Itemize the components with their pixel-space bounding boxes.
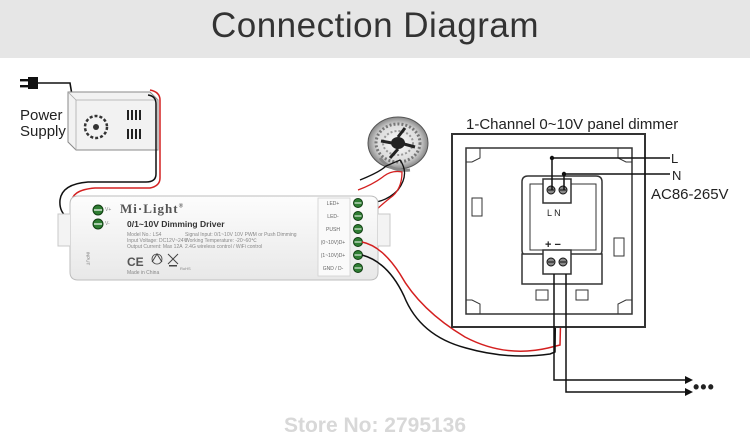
wire-dimmer-red	[361, 241, 563, 352]
dimming-driver-body	[57, 195, 391, 281]
wire-psu-black	[59, 94, 157, 224]
spec-left-2: Input Voltage: DC12V~24V	[127, 238, 187, 244]
wire-label-l: L	[671, 151, 679, 166]
power-supply-box	[67, 91, 159, 151]
header-banner: Connection Diagram	[0, 0, 750, 58]
arrow-bus-1	[685, 376, 693, 384]
panel-dimmer-body	[451, 133, 646, 328]
driver-specs-left: Model No.: LS4 Input Voltage: DC12V~24V …	[127, 232, 187, 250]
led-strip-reel-icon	[367, 116, 429, 172]
ce-mark: CE	[127, 255, 144, 269]
arrow-bus-2	[685, 388, 693, 396]
wire-bus-1	[553, 274, 685, 381]
rohs-mark: RoHS	[180, 266, 191, 271]
power-supply-label-line2: Supply	[20, 123, 66, 140]
wire-led-black	[359, 159, 406, 203]
terminal-block-ac	[542, 178, 572, 204]
store-watermark: Store No: 2795136	[283, 414, 467, 437]
panel-dimmer-title: 1-Channel 0~10V panel dimmer	[466, 116, 679, 133]
registered-mark: ®	[178, 203, 185, 210]
spec-left-3: Output Current: Max 12A	[127, 244, 183, 250]
wire-label-n: N	[672, 168, 682, 183]
driver-specs-right: Signal Input: 0/1~10V 10V PWM or Push Di…	[185, 232, 297, 250]
output-terminals	[353, 198, 363, 273]
made-in-label: Made in China	[127, 270, 160, 276]
spec-right-2: Working Temperature: -20~60℃	[185, 238, 257, 244]
input-pin-vminus: V-	[105, 221, 110, 227]
certification-icons	[151, 253, 179, 267]
spec-right-3: 2.4G wireless control / WiFi control	[185, 244, 263, 250]
terminal-block-dim	[542, 249, 572, 275]
continuation-dots: •••	[693, 377, 715, 397]
fan-icon	[83, 114, 109, 140]
spec-right-1: Signal Input: 0/1~10V 10V PWM or Push Di…	[185, 232, 297, 238]
spec-left-1: Model No.: LS4	[127, 232, 162, 238]
driver-brand: Mi·Light®	[120, 201, 184, 217]
driver-brand-text: Mi·Light	[120, 201, 179, 216]
output-pin-gnd: GND / D-	[322, 266, 344, 272]
driver-model: 0/1~10V Dimming Driver	[127, 219, 225, 229]
wire-bus-2	[565, 274, 685, 393]
wire-psu-red	[71, 89, 161, 211]
output-pin-push: PUSH	[326, 227, 340, 233]
output-pin-0-10v: (0~10V)D+	[320, 240, 346, 246]
input-pin-vplus: V+	[105, 207, 112, 213]
output-pin-1-10v: (1~10V)D+	[320, 253, 346, 259]
input-terminals	[92, 204, 104, 230]
power-supply-label: Power Supply	[20, 108, 66, 140]
power-supply-label-line1: Power	[20, 107, 63, 124]
terminal-ln-label: L N	[547, 208, 561, 218]
ac-input-label: AC86-265V	[651, 186, 729, 203]
output-pin-led-minus: LED-	[327, 214, 339, 220]
power-plug-icon	[20, 77, 73, 96]
terminal-pm-label: + −	[545, 239, 561, 251]
input-label: INPUT	[85, 251, 91, 266]
output-pin-led-plus: LED+	[326, 201, 340, 207]
wire-dimmer-black	[361, 254, 557, 357]
wire-led-red	[357, 170, 403, 213]
page-title: Connection Diagram	[210, 6, 540, 45]
vent-slots-icon	[127, 110, 141, 139]
